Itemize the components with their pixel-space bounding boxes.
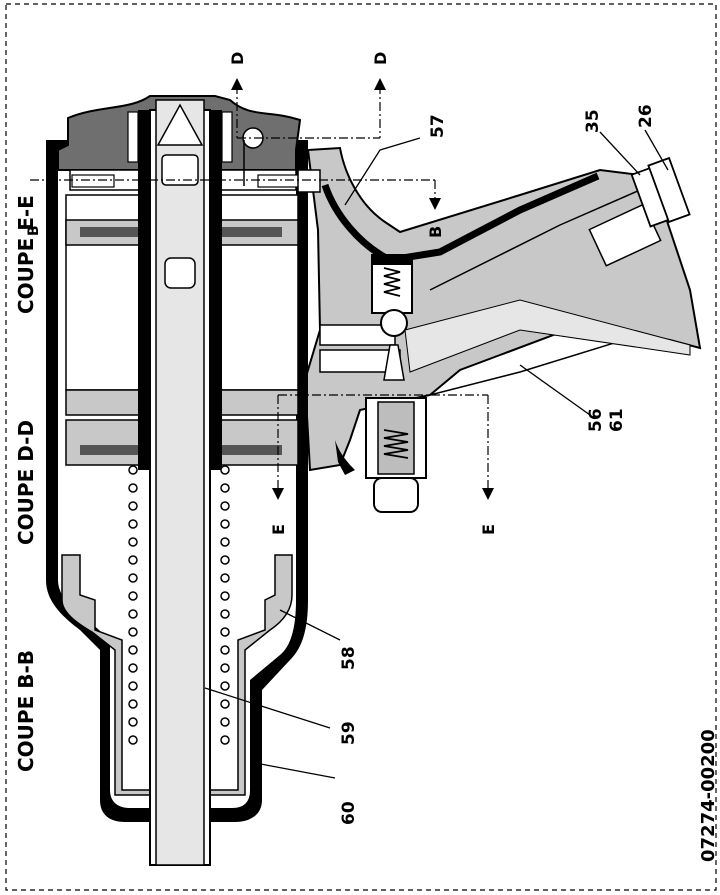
valve-upper (371, 254, 413, 337)
main-housing (46, 95, 321, 866)
section-mark-d-left: D (228, 52, 247, 65)
section-lines (30, 85, 489, 490)
callout-26: 26 (636, 104, 656, 128)
section-mark-e-left: E (269, 524, 288, 535)
handle-body (303, 146, 702, 475)
section-title-e-e: COUPE E-E (14, 195, 38, 314)
valve-lower (365, 344, 427, 513)
section-title-b-b: COUPE B-B (14, 650, 38, 772)
section-mark-b: B (426, 226, 445, 238)
drawing-frame (5, 3, 717, 891)
section-title-d-d: COUPE D-D (14, 420, 38, 545)
callout-35: 35 (583, 109, 603, 133)
leader-lines (204, 129, 669, 779)
section-mark-b-cut: B (26, 225, 42, 236)
drawing-reference-number: 07274-00200 (698, 729, 719, 862)
section-mark-d-right: D (371, 52, 390, 65)
callout-57: 57 (428, 114, 448, 138)
callout-58: 58 (339, 646, 359, 670)
section-mark-e-right: E (479, 524, 498, 535)
callout-60: 60 (339, 801, 359, 825)
section-arrows (231, 78, 494, 500)
callout-61: 61 (607, 408, 627, 432)
callout-56: 56 (586, 408, 606, 432)
callout-59: 59 (339, 721, 359, 745)
